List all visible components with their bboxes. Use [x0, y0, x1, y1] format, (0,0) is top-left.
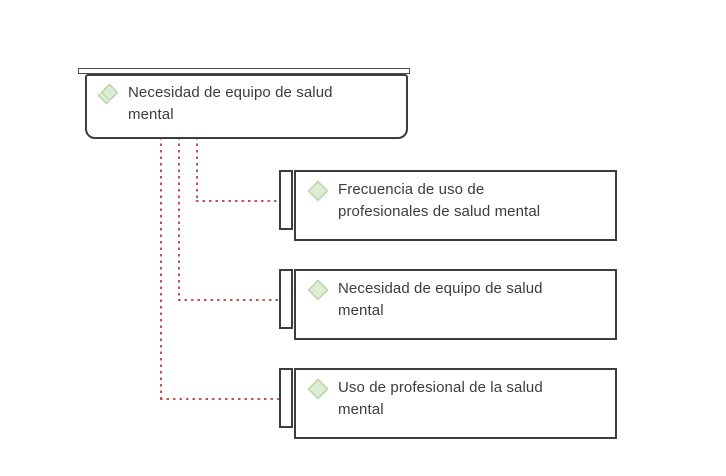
node-label: Necesidad de equipo de salud mental [338, 278, 543, 322]
node-label: Frecuencia de uso de profesionales de sa… [338, 179, 540, 223]
connector-horizontal-child3 [160, 398, 279, 400]
node-box: Uso de profesional de la salud mental [294, 368, 617, 439]
code-diamond-icon [307, 279, 329, 301]
node-left-strip [279, 368, 293, 428]
root-node-label: Necesidad de equipo de salud mental [128, 82, 333, 126]
code-diamond-icon [307, 378, 329, 400]
child1-label-line1: Frecuencia de uso de [338, 181, 485, 198]
child-node-uso-de-profesional[interactable]: Uso de profesional de la salud mental [279, 368, 620, 439]
child-node-necesidad-de-equipo[interactable]: Necesidad de equipo de salud mental [279, 269, 620, 340]
child2-label-line2: mental [338, 302, 384, 319]
node-box: Necesidad de equipo de salud mental [294, 269, 617, 340]
connector-vertical-child1 [196, 137, 198, 201]
node-left-strip [279, 170, 293, 230]
node-left-strip [279, 269, 293, 329]
aggregate-code-diamond-icon [97, 83, 119, 105]
connector-horizontal-child2 [178, 299, 279, 301]
child3-label-line1: Uso de profesional de la salud [338, 379, 543, 396]
node-label: Uso de profesional de la salud mental [338, 377, 543, 421]
code-diamond-icon [307, 180, 329, 202]
child3-label-line2: mental [338, 401, 384, 418]
root-label-line1: Necesidad de equipo de salud [128, 84, 333, 101]
connector-vertical-child2 [178, 137, 180, 300]
connector-horizontal-child1 [196, 200, 279, 202]
child-node-frecuencia-de-uso[interactable]: Frecuencia de uso de profesionales de sa… [279, 170, 620, 241]
root-node[interactable]: Necesidad de equipo de salud mental [85, 74, 408, 139]
root-label-line2: mental [128, 106, 174, 123]
node-box: Frecuencia de uso de profesionales de sa… [294, 170, 617, 241]
child1-label-line2: profesionales de salud mental [338, 203, 541, 220]
child2-label-line1: Necesidad de equipo de salud [338, 280, 543, 297]
root-node-top-bar [78, 68, 410, 74]
connector-vertical-child3 [160, 137, 162, 399]
